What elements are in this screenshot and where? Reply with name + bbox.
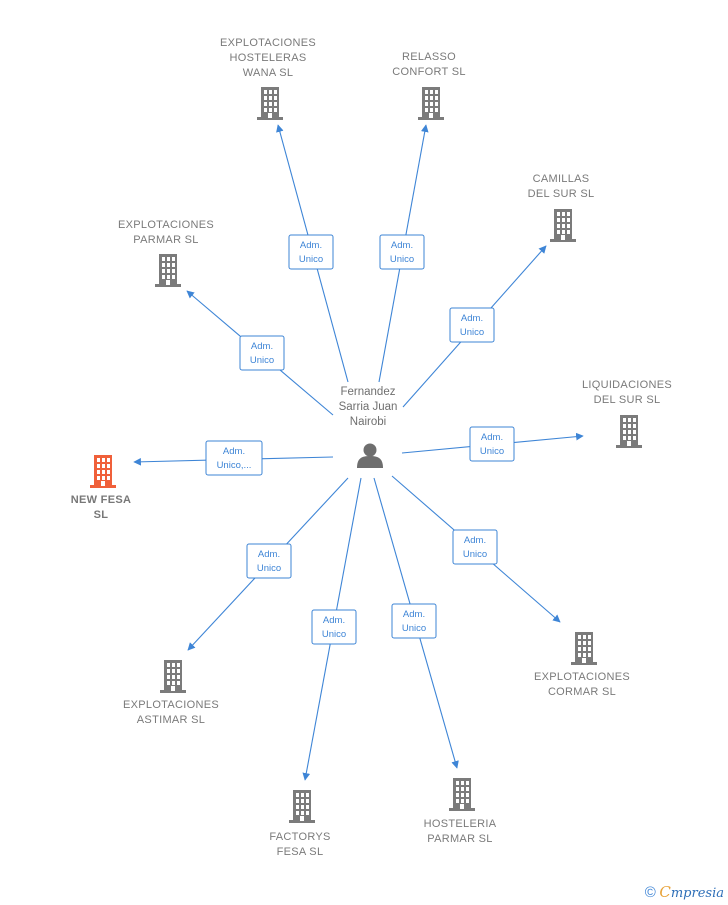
relation-text: Adm.	[258, 549, 280, 560]
company-name-line: ASTIMAR SL	[137, 714, 205, 726]
building-icon	[616, 415, 642, 448]
relation-text: Unico	[390, 254, 414, 265]
relation-text: Unico	[299, 254, 323, 265]
company-name-line: DEL SUR SL	[594, 394, 661, 406]
footer-brand[interactable]: © Cmpresia	[645, 883, 724, 901]
relation-text: Unico	[257, 563, 281, 574]
relation-text: Unico	[460, 327, 484, 338]
company-name-line: FESA SL	[277, 846, 324, 858]
company-name-line: LIQUIDACIONES	[582, 379, 672, 391]
company-name-line: FACTORYS	[269, 831, 330, 843]
relation-text: Adm.	[461, 313, 483, 324]
relation-label-box[interactable]: Adm. Unico	[239, 335, 285, 371]
person-name-line-2: Sarria Juan	[339, 401, 398, 413]
relation-text: Adm.	[251, 341, 273, 352]
brand-initial: C	[659, 883, 671, 901]
building-icon	[571, 632, 597, 665]
company-node-explotaciones-cormar[interactable]: EXPLOTACIONES CORMAR SL	[534, 632, 630, 698]
person-icon	[357, 443, 383, 468]
building-icon	[155, 254, 181, 287]
relation-label-box[interactable]: Adm. Unico	[391, 603, 437, 639]
company-name-line: EXPLOTACIONES	[220, 37, 316, 49]
company-name-line: CONFORT SL	[392, 66, 466, 78]
relation-label-box[interactable]: Adm. Unico	[379, 234, 425, 270]
company-name-line: HOSTELERAS	[230, 52, 307, 64]
company-name-line: CAMILLAS	[533, 173, 590, 185]
relation-text: Unico	[480, 446, 504, 457]
company-node-factorys-fesa[interactable]: FACTORYS FESA SL	[269, 790, 330, 858]
company-name-line: HOSTELERIA	[424, 818, 497, 830]
building-icon	[449, 778, 475, 811]
company-node-new-fesa[interactable]: NEW FESA SL	[71, 455, 131, 521]
relation-text: Adm.	[403, 609, 425, 620]
relation-label-box[interactable]: Adm. Unico	[311, 609, 357, 645]
relation-text: Adm.	[481, 432, 503, 443]
relation-label-box[interactable]: Adm. Unico	[288, 234, 334, 270]
person-name-line-3: Nairobi	[350, 416, 386, 428]
company-name-line: CORMAR SL	[548, 686, 616, 698]
company-node-liquidaciones-del-sur[interactable]: LIQUIDACIONES DEL SUR SL	[582, 379, 672, 448]
company-name-line: EXPLOTACIONES	[534, 671, 630, 683]
building-icon	[289, 790, 315, 823]
building-icon	[160, 660, 186, 693]
company-node-hosteleria-parmar[interactable]: HOSTELERIA PARMAR SL	[424, 778, 497, 845]
relation-text: Unico	[322, 629, 346, 640]
brand-name: mpresia	[670, 886, 724, 901]
company-name-line: WANA SL	[243, 67, 294, 79]
person-name-line-1: Fernandez	[341, 386, 396, 398]
building-icon	[90, 455, 116, 488]
relation-text: Unico	[463, 549, 487, 560]
relation-label-box[interactable]: Adm. Unico,...	[205, 440, 263, 476]
relation-text: Unico	[250, 355, 274, 366]
relation-label-box[interactable]: Adm. Unico	[449, 307, 495, 343]
relation-label-box[interactable]: Adm. Unico	[452, 529, 498, 565]
company-node-explotaciones-hosteleras-wana[interactable]: EXPLOTACIONES HOSTELERAS WANA SL	[220, 37, 316, 120]
relation-text: Adm.	[464, 535, 486, 546]
building-icon	[257, 87, 283, 120]
building-icon	[550, 209, 576, 242]
company-node-explotaciones-astimar[interactable]: EXPLOTACIONES ASTIMAR SL	[123, 660, 219, 726]
company-name-line: PARMAR SL	[133, 234, 198, 246]
copyright-symbol: ©	[644, 884, 656, 901]
relation-label-box[interactable]: Adm. Unico	[246, 543, 292, 579]
relation-text: Unico,...	[217, 460, 252, 471]
company-name-line: EXPLOTACIONES	[118, 219, 214, 231]
relation-label-box[interactable]: Adm. Unico	[469, 426, 515, 462]
person-node[interactable]: Fernandez Sarria Juan Nairobi	[339, 386, 398, 468]
building-icon	[418, 87, 444, 120]
company-node-camillas-del-sur[interactable]: CAMILLAS DEL SUR SL	[528, 173, 595, 242]
company-name-line: EXPLOTACIONES	[123, 699, 219, 711]
relation-text: Adm.	[391, 240, 413, 251]
relation-text: Adm.	[323, 615, 345, 626]
company-name-line: NEW FESA	[71, 494, 131, 506]
relation-text: Adm.	[223, 446, 245, 457]
relation-text: Adm.	[300, 240, 322, 251]
company-node-explotaciones-parmar[interactable]: EXPLOTACIONES PARMAR SL	[118, 219, 214, 287]
relation-text: Unico	[402, 623, 426, 634]
company-name-line: SL	[94, 509, 109, 521]
company-node-relasso-confort[interactable]: RELASSO CONFORT SL	[392, 51, 466, 120]
company-name-line: PARMAR SL	[427, 833, 492, 845]
company-name-line: DEL SUR SL	[528, 188, 595, 200]
company-name-line: RELASSO	[402, 51, 456, 63]
